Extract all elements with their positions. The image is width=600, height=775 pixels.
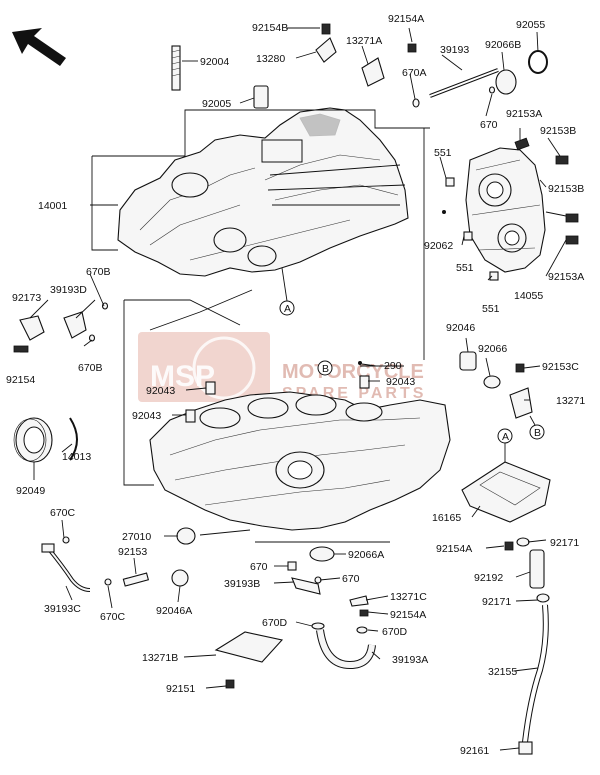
label-13271: 13271 [556,395,585,407]
label-92043-left1: 92043 [146,385,175,397]
lower-crankcase [149,391,451,531]
label-92066: 92066 [478,343,507,355]
label-92046: 92046 [446,322,475,334]
reference-markers: A B A B [279,267,545,444]
label-14055: 14055 [514,290,543,302]
oil-hose-32155 [518,549,549,755]
front-direction-arrow-icon [12,28,66,66]
label-670-top: 670 [480,119,498,131]
label-92192: 92192 [474,572,503,584]
label-551-bot: 551 [482,303,500,315]
label-92049: 92049 [16,485,45,497]
label-13271C: 13271C [390,591,427,603]
label-92154A-bot: 92154A [436,543,472,555]
label-92154A-top: 92154A [388,13,424,25]
label-670A: 670A [402,67,427,79]
label-92161: 92161 [460,745,489,757]
oil-pipe-39193A [316,629,376,670]
label-92173: 92173 [12,292,41,304]
label-13271A: 13271A [346,35,382,47]
marker-a-1: A [284,303,291,315]
circlip-14013 [69,417,78,461]
label-13280: 13280 [256,53,285,65]
label-92153A-mid: 92153A [548,271,584,283]
label-551-top: 551 [434,147,452,159]
label-92004: 92004 [200,56,229,68]
label-92171-top: 92171 [550,537,579,549]
plate-13271B [214,631,284,663]
label-13271B: 13271B [142,652,178,664]
label-27010: 27010 [122,531,151,543]
label-92154B-top: 92154B [252,22,288,34]
oil-pipe-39193C [41,543,91,592]
label-92066A: 92066A [348,549,384,561]
label-670C-top: 670C [50,507,76,519]
label-92171-bot: 92171 [482,596,511,608]
label-670-mid2: 670 [342,573,360,585]
watermark-brand: MSP [150,360,215,393]
oil-seal-92049 [13,417,53,463]
label-551-mid: 551 [456,262,474,274]
label-670B-top: 670B [86,266,111,278]
watermark-line1: MOTORCYCLE [282,361,424,383]
label-92153B-top: 92153B [540,125,576,137]
label-14001: 14001 [38,200,67,212]
label-92154A-mid: 92154A [390,609,426,621]
label-670C-bot: 670C [100,611,126,623]
label-92043-left2: 92043 [132,410,161,422]
label-92154: 92154 [6,374,35,386]
label-39193: 39193 [440,44,469,56]
upper-crankcase [117,107,409,277]
label-92066B: 92066B [485,39,521,51]
marker-b-2: B [534,427,541,439]
label-670B-bot: 670B [78,362,103,374]
cover-14055 [465,147,546,273]
marker-a-2: A [502,431,509,443]
label-14013: 14013 [62,451,91,463]
label-92055: 92055 [516,19,545,31]
marker-b-1: B [322,363,329,375]
leader-frame-lines [91,109,430,543]
label-39193A: 39193A [392,654,428,666]
label-670D-left: 670D [262,617,288,629]
label-92151: 92151 [166,683,195,695]
label-290: 290 [384,360,402,372]
label-92153B-mid: 92153B [548,183,584,195]
label-92043-right: 92043 [386,376,415,388]
oil-strainer-16165 [461,440,551,523]
label-92062: 92062 [424,240,453,252]
label-92005: 92005 [202,98,231,110]
label-16165: 16165 [432,512,461,524]
label-670-mid: 670 [250,561,268,573]
label-92153A-top: 92153A [506,108,542,120]
label-32155: 32155 [488,666,517,678]
label-39193C: 39193C [44,603,81,615]
label-92046A: 92046A [156,605,192,617]
watermark: MSP MOTORCYCLE SPARE PARTS [138,332,424,402]
label-39193D: 39193D [50,284,87,296]
part-labels: 92154B 92154A 92055 13271A 92004 13280 3… [6,13,585,757]
label-92153: 92153 [118,546,147,558]
leader-lines [20,27,567,751]
label-39193B: 39193B [224,578,260,590]
label-670D-right: 670D [382,626,408,638]
label-92153C: 92153C [542,361,579,373]
